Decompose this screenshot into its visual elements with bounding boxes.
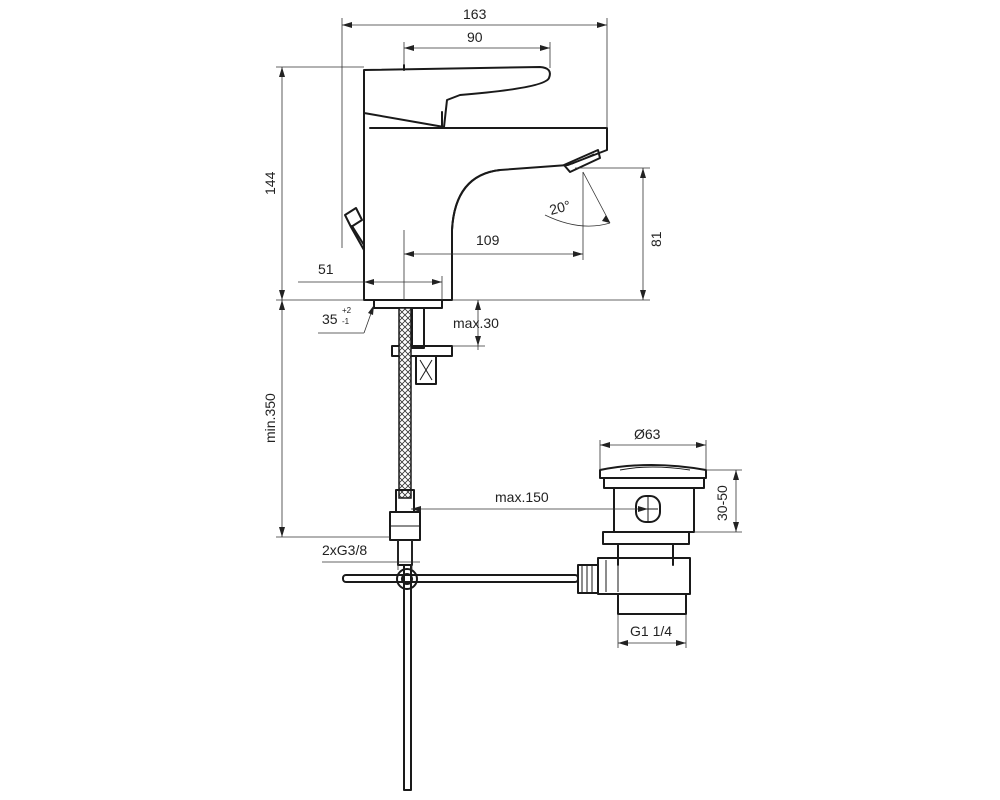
waste-valve <box>597 464 707 615</box>
dim-spout-height: 81 <box>648 231 664 247</box>
dim-rod-max-distance: max.150 <box>495 489 549 505</box>
dim-total-height: 144 <box>262 171 278 195</box>
dim-hole-tolerance-plus: +2 <box>342 306 352 315</box>
faucet-body <box>344 64 608 309</box>
flexible-hose <box>389 307 421 791</box>
dim-spout-reach: 109 <box>476 232 500 248</box>
under-deck-fixings <box>391 307 453 385</box>
dim-connection-thread: 2xG3/8 <box>322 542 367 558</box>
dim-outlet-thread: G1 1/4 <box>630 623 672 639</box>
dim-clamp-range: 30-50 <box>714 485 730 521</box>
dim-swivel-angle: 20° <box>548 197 573 218</box>
dimension-lines <box>276 18 742 648</box>
dim-hole-diameter: 35 <box>322 311 338 327</box>
dim-body-width: 51 <box>318 261 334 277</box>
dim-max-deck-thickness: max.30 <box>453 315 499 331</box>
dim-overall-width: 163 <box>463 6 487 22</box>
dim-hole-tolerance-minus: -1 <box>342 317 350 326</box>
popup-rod <box>342 564 599 594</box>
dim-min-hose-length: min.350 <box>262 393 278 443</box>
dim-plug-diameter: Ø63 <box>634 426 661 442</box>
dim-handle-length: 90 <box>467 29 483 45</box>
